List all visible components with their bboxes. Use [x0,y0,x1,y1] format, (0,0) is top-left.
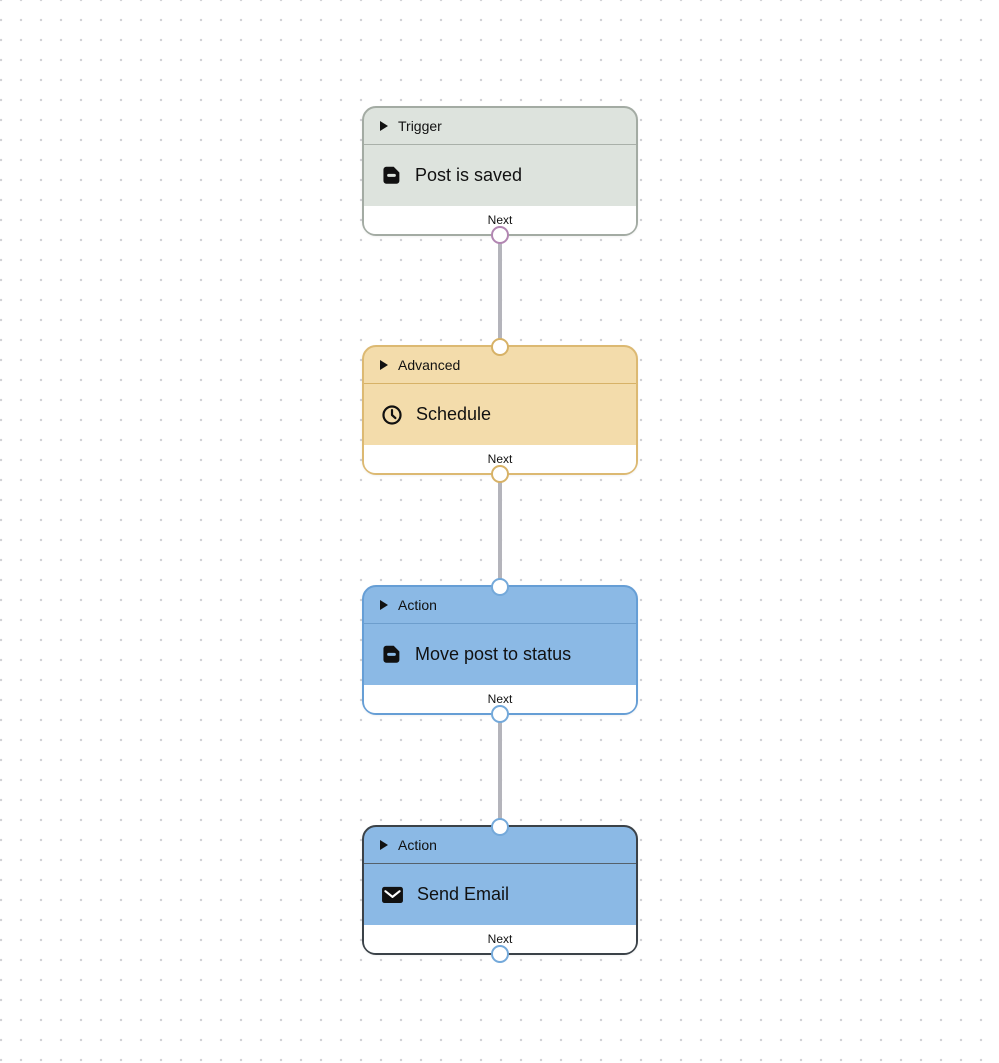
node-header[interactable]: Trigger [364,108,636,145]
node-title: Post is saved [415,165,523,185]
node-title: Send Email [417,884,510,904]
node-title: Move post to status [415,644,572,664]
node-header[interactable]: Action [364,827,636,864]
collapse-triangle-icon [380,121,388,131]
envelope-icon [381,885,404,904]
node-category-label: Trigger [398,118,442,134]
node-title: Schedule [416,404,492,424]
workflow-node-action-move-post[interactable]: Action Move post to status Next [362,577,638,723]
node-category-label: Advanced [398,357,461,373]
node-category-label: Action [398,597,437,613]
node-category-label: Action [398,837,437,853]
clock-icon [381,404,403,426]
next-label: Next [487,932,513,946]
input-port[interactable] [491,577,509,596]
node-body: Move post to status [364,624,636,685]
output-port[interactable] [491,944,509,963]
node-header[interactable]: Advanced [364,347,636,384]
output-port[interactable] [491,464,509,483]
input-port[interactable] [491,817,509,836]
workflow-node-trigger[interactable]: Trigger Post is saved Next [362,106,638,244]
document-icon [381,165,402,186]
workflow-node-action-send-email[interactable]: Action Send Email Next [362,817,638,963]
document-icon [381,644,402,665]
connector-trigger-to-advanced [498,236,502,345]
node-body: Send Email [364,864,636,925]
connector-action1-to-action2 [498,715,502,825]
input-port[interactable] [491,337,509,356]
output-port[interactable] [491,704,509,723]
collapse-triangle-icon [380,600,388,610]
collapse-triangle-icon [380,840,388,850]
node-body: Schedule [364,384,636,445]
next-label: Next [487,692,513,706]
connector-advanced-to-action1 [498,475,502,585]
next-label: Next [487,213,513,227]
output-port[interactable] [491,225,509,244]
collapse-triangle-icon [380,360,388,370]
node-header[interactable]: Action [364,587,636,624]
node-body: Post is saved [364,145,636,206]
next-label: Next [487,452,513,466]
workflow-node-advanced[interactable]: Advanced Schedule Next [362,337,638,483]
